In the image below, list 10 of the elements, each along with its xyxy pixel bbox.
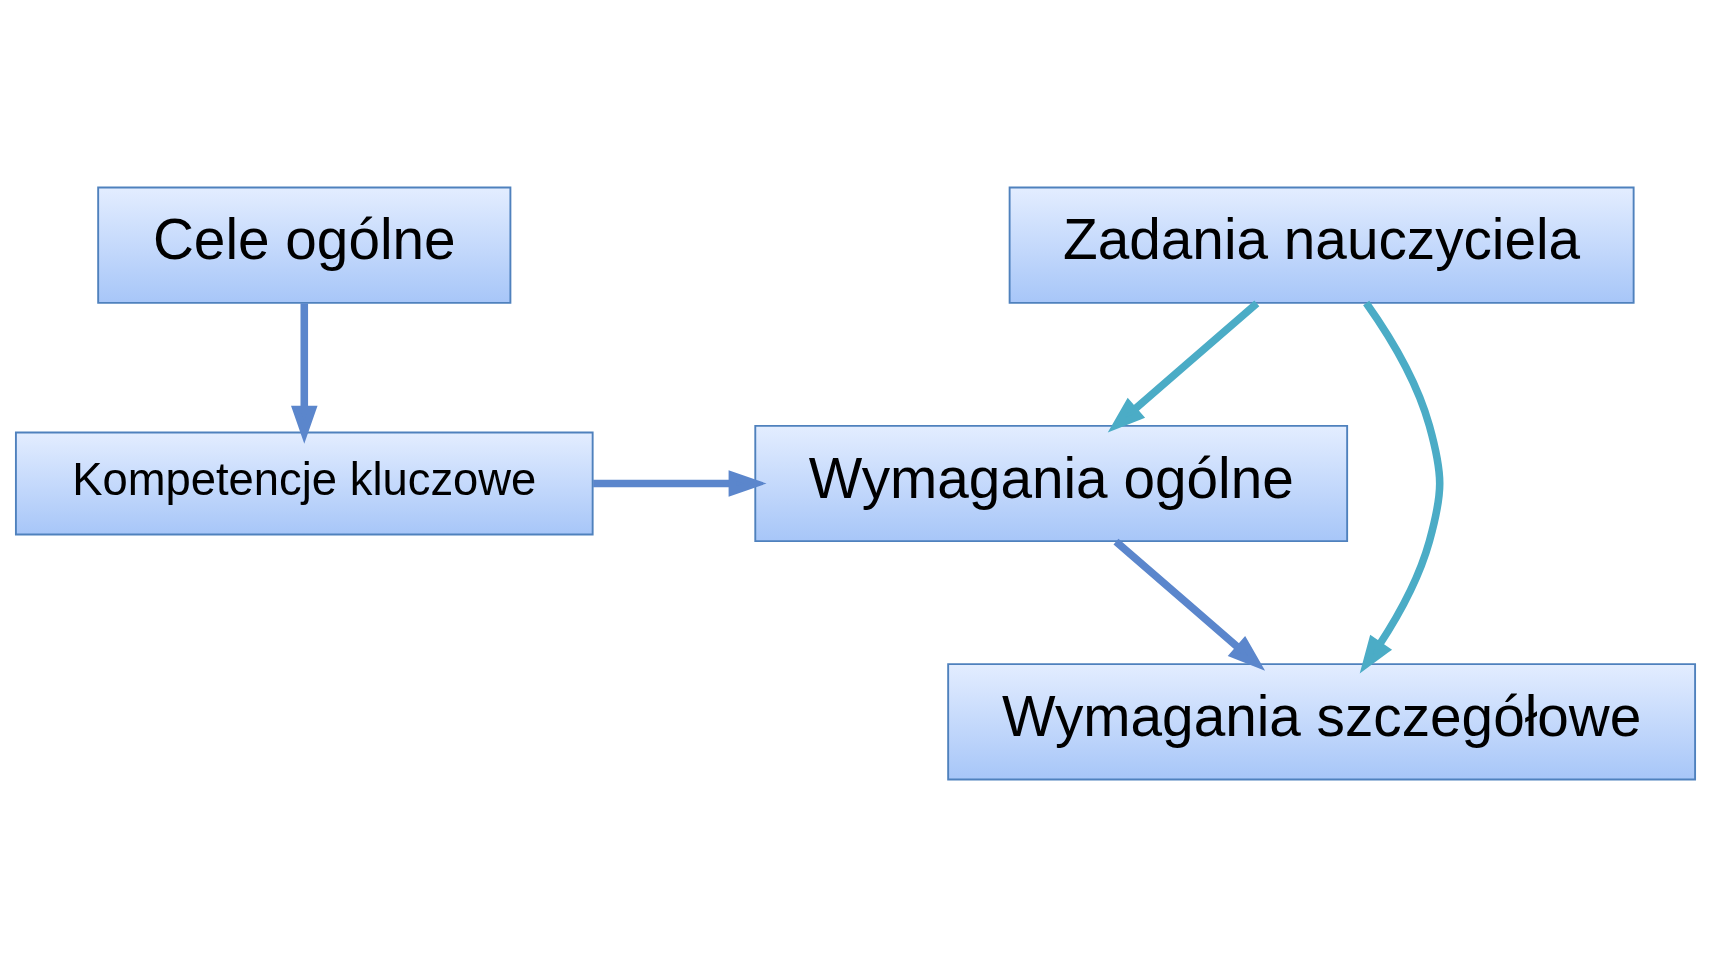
node-box: Zadania nauczyciela bbox=[1008, 186, 1635, 304]
node-box: Cele ogólne bbox=[97, 186, 512, 304]
node-box: Kompetencje kluczowe bbox=[14, 431, 594, 535]
arrow bbox=[1113, 538, 1266, 671]
arrow bbox=[1107, 299, 1260, 433]
arrow bbox=[593, 469, 767, 497]
arrow bbox=[291, 302, 318, 444]
node-box: Wymagania szczegółowe bbox=[947, 662, 1697, 780]
arrow bbox=[1359, 300, 1444, 673]
node-box: Wymagania ogólne bbox=[754, 424, 1349, 542]
